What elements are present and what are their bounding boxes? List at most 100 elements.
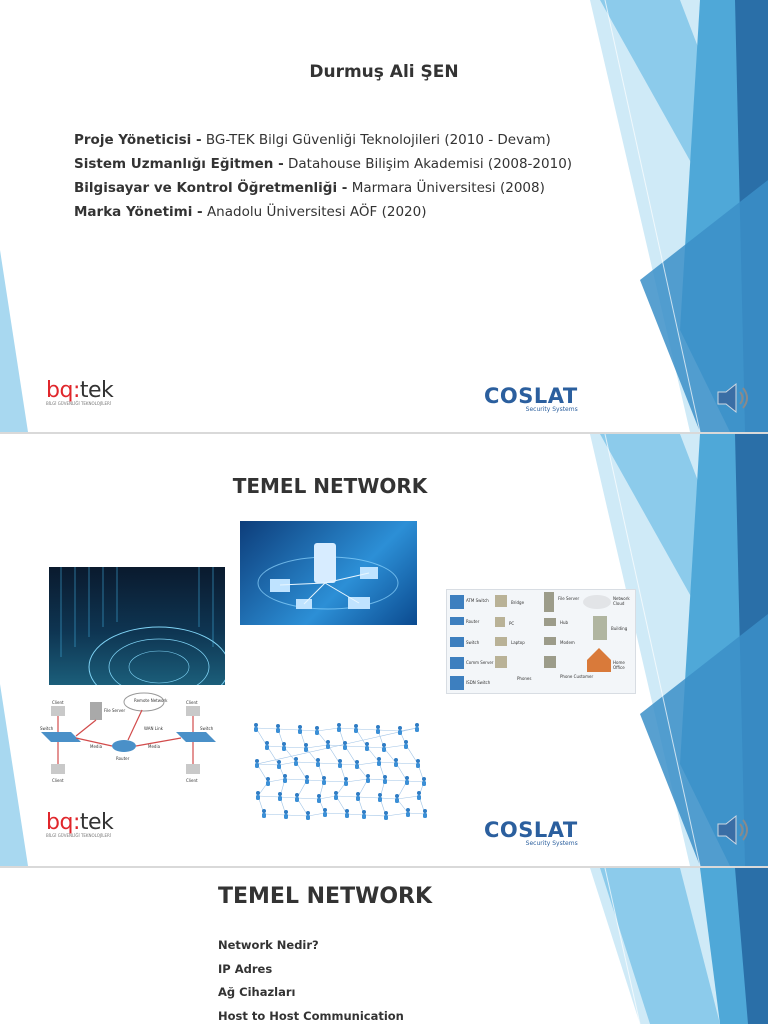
coslat-subtitle: Security Systems — [525, 840, 578, 847]
person-figure — [377, 757, 381, 766]
topology-label: Client — [52, 778, 64, 783]
slide-1: Durmuş Ali ŞEN Proje Yöneticisi - BG-TEK… — [0, 0, 768, 432]
person-figure — [343, 741, 347, 750]
cv-role: Marka Yönetimi - — [74, 204, 203, 220]
person-figure — [423, 809, 427, 818]
person-figure — [338, 759, 342, 768]
cv-role: Sistem Uzmanlığı Eğitmen - — [74, 156, 284, 172]
person-figure — [254, 723, 258, 732]
device-label: ISDN Switch — [466, 680, 491, 685]
bgtek-colon: : — [72, 810, 80, 835]
device-label: Network Cloud — [613, 596, 630, 606]
person-figure — [422, 777, 426, 786]
topology-label: Switch — [40, 726, 54, 731]
right-deco-line — [604, 868, 641, 1024]
cv-org: BG-TEK Bilgi Güvenliği Teknolojileri (20… — [201, 132, 551, 148]
cv-list: Proje Yöneticisi - BG-TEK Bilgi Güvenliğ… — [74, 128, 572, 224]
slide-decoration — [0, 0, 768, 432]
person-figure — [355, 760, 359, 769]
person-figure — [394, 758, 398, 767]
coslat-logo: COSLAT Security Systems — [484, 384, 578, 413]
topology-label: Switch — [200, 726, 214, 731]
person-figure — [415, 723, 419, 732]
bgtek-subtitle: BİLGİ GÜVENLİĞİ TEKNOLOJİLERİ — [46, 833, 111, 838]
person-figure — [295, 793, 299, 802]
person-figure — [376, 725, 380, 734]
right-deco-dark — [735, 868, 768, 1024]
coslat-logo: COSLAT Security Systems — [484, 818, 578, 847]
cv-org: Anadolu Üniversitesi AÖF (2020) — [202, 204, 427, 220]
topic-item: Network Nedir? — [218, 938, 319, 952]
bgtek-tek: tek — [79, 810, 114, 835]
topology-labels: Remote Network Client Client File Server… — [36, 692, 224, 794]
person-figure — [378, 793, 382, 802]
bgtek-tek: tek — [79, 378, 114, 403]
cv-org: Datahouse Bilişim Akademisi (2008-2010) — [283, 156, 573, 172]
person-figure — [265, 741, 269, 750]
device-label: Comm Server — [466, 660, 494, 665]
person-figure — [354, 724, 358, 733]
person-figure — [384, 811, 388, 820]
device-label: Phone Customer — [560, 674, 594, 679]
bgtek-subtitle: BİLGİ GÜVENLİĞİ TEKNOLOJİLERİ — [46, 401, 111, 406]
person-figure — [315, 726, 319, 735]
audio-speaker-icon[interactable] — [714, 380, 754, 416]
person-figure — [334, 791, 338, 800]
device-label: Laptop — [511, 640, 525, 645]
person-figure — [337, 723, 341, 732]
bgtek-bq: bq — [46, 378, 73, 403]
slide-3: TEMEL NETWORK Network Nedir? IP Adres Ağ… — [0, 868, 768, 1024]
topic-list: Network Nedir? IP Adres Ağ Cihazları Hos… — [218, 934, 404, 1024]
right-deco-line — [604, 0, 701, 432]
person-figure — [294, 757, 298, 766]
device-label: ATM Switch — [466, 598, 489, 603]
person-figure — [282, 742, 286, 751]
person-figure — [344, 777, 348, 786]
network-devices-illustration — [257, 543, 399, 610]
topology-label: Client — [52, 700, 64, 705]
person-figure — [417, 791, 421, 800]
person-figure — [356, 792, 360, 801]
device-label: Switch — [466, 640, 480, 645]
left-deco-triangle — [0, 250, 28, 432]
data-center-image — [49, 567, 225, 685]
bgtek-colon: : — [72, 378, 80, 403]
right-deco-line — [604, 434, 701, 866]
person-figure — [398, 726, 402, 735]
device-label: Building — [611, 626, 628, 631]
person-figure — [323, 808, 327, 817]
audio-speaker-icon[interactable] — [714, 812, 754, 848]
person-figure — [284, 810, 288, 819]
cv-role: Bilgisayar ve Kontrol Öğretmenliği - — [74, 180, 348, 196]
person-figure — [266, 777, 270, 786]
person-figure — [278, 792, 282, 801]
person-figure — [404, 740, 408, 749]
device-label: Home Office — [613, 660, 625, 670]
network-devices-legend: ATM Switch Bridge File Server Network Cl… — [446, 589, 636, 694]
bgtek-bq: bq — [46, 810, 73, 835]
topology-label: Media — [148, 744, 161, 749]
person-figure — [277, 760, 281, 769]
cv-row-4: Marka Yönetimi - Anadolu Üniversitesi AÖ… — [74, 200, 572, 224]
network-devices-image — [240, 521, 417, 625]
device-label: File Server — [558, 596, 580, 601]
coslat-subtitle: Security Systems — [525, 406, 578, 413]
person-figure — [365, 742, 369, 751]
topology-label: File Server — [104, 708, 126, 713]
topology-label: Client — [186, 700, 198, 705]
person-figure — [416, 759, 420, 768]
topology-label: Router — [116, 756, 130, 761]
right-deco-facet — [640, 180, 768, 432]
person-figure — [304, 743, 308, 752]
device-label: Hub — [560, 620, 569, 625]
presenter-name: Durmuş Ali ŞEN — [309, 62, 459, 82]
person-figure — [406, 808, 410, 817]
person-figure — [382, 743, 386, 752]
slide-title: TEMEL NETWORK — [232, 474, 428, 498]
device-label: Phones — [517, 676, 532, 681]
person-figure — [395, 794, 399, 803]
topic-item: Ağ Cihazları — [218, 985, 296, 999]
person-figure — [262, 809, 266, 818]
topology-label: WAN Link — [144, 726, 163, 731]
bgtek-logo: bq:tek BİLGİ GÜVENLİĞİ TEKNOLOJİLERİ — [46, 378, 114, 406]
